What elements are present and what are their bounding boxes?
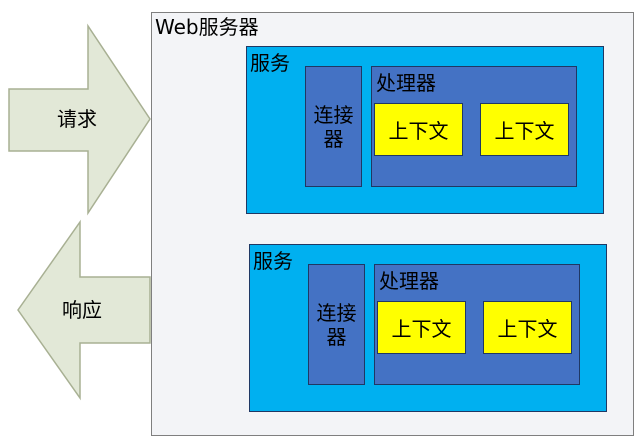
service-title: 服务 (253, 249, 293, 273)
web-server-box: Web服务器 服务 连接器 处理器 上下文 上下文 服务 连接器 处理器 上下文… (151, 12, 634, 436)
context-box: 上下文 (483, 301, 572, 354)
response-arrow (17, 219, 151, 401)
service-box: 服务 连接器 处理器 上下文 上下文 (246, 46, 604, 214)
web-server-title: Web服务器 (155, 15, 259, 39)
service-title: 服务 (250, 51, 290, 75)
processor-box: 处理器 上下文 上下文 (371, 66, 577, 187)
connector-box: 连接器 (305, 66, 362, 187)
processor-box: 处理器 上下文 上下文 (374, 264, 580, 385)
processor-title: 处理器 (379, 269, 439, 293)
request-arrow (8, 23, 151, 216)
processor-title: 处理器 (376, 71, 436, 95)
request-label: 请求 (57, 107, 97, 131)
context-box: 上下文 (377, 301, 466, 354)
response-label: 响应 (62, 298, 102, 322)
context-box: 上下文 (374, 103, 463, 156)
context-box: 上下文 (480, 103, 569, 156)
service-box: 服务 连接器 处理器 上下文 上下文 (249, 244, 607, 412)
connector-box: 连接器 (308, 264, 365, 385)
